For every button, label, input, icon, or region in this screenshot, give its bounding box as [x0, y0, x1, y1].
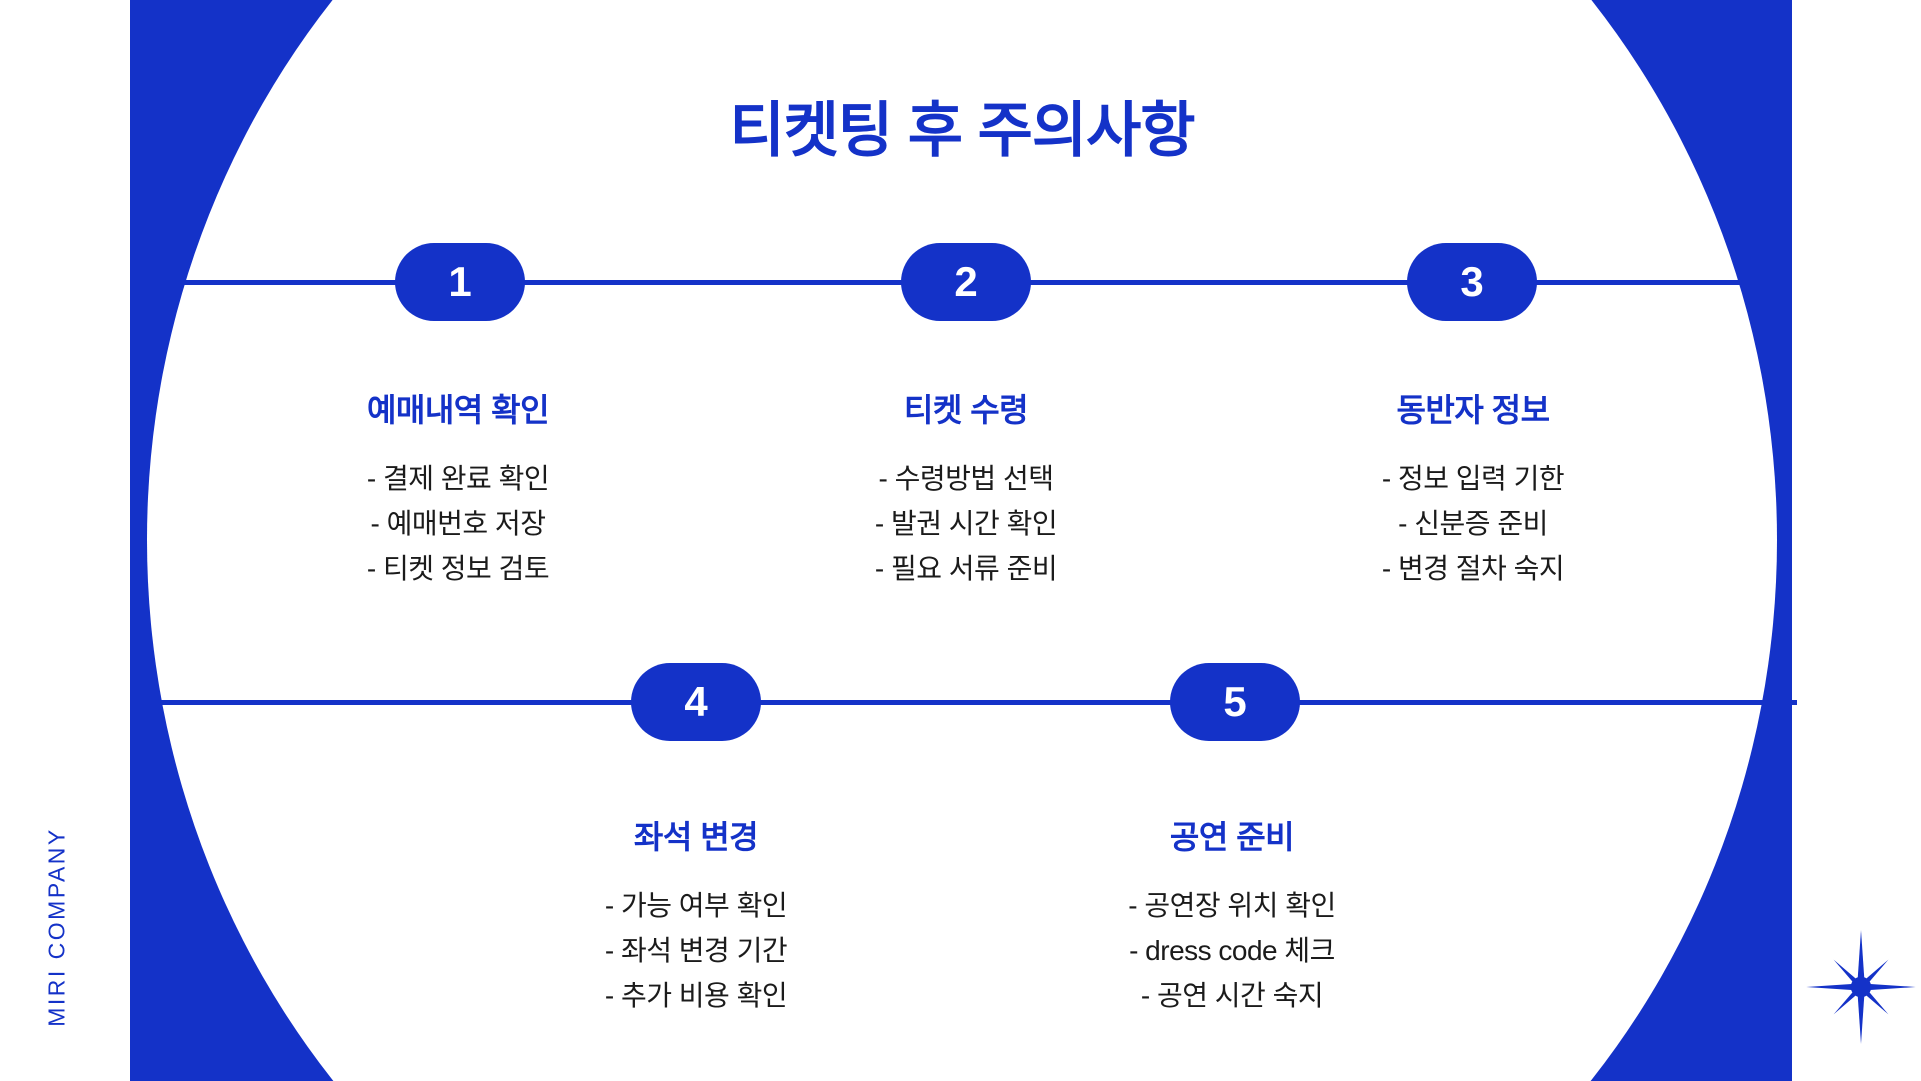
step-2-number-badge: 2	[901, 243, 1031, 321]
step-5-heading: 공연 준비	[1169, 819, 1295, 855]
step-number: 3	[1460, 258, 1484, 305]
white-ellipse-backdrop	[147, 0, 1777, 1081]
step-4-item: - 가능 여부 확인	[604, 890, 788, 921]
step-3-item: - 정보 입력 기한	[1381, 463, 1565, 494]
page-title: 티켓팅 후 주의사항	[729, 97, 1196, 164]
step-5-content: 공연 준비 - 공연장 위치 확인 - dress code 체크 - 공연 시…	[1032, 817, 1432, 1018]
step-number: 5	[1223, 678, 1247, 725]
step-number: 1	[448, 258, 472, 305]
step-4-number-badge: 4	[631, 663, 761, 741]
step-1-item: - 예매번호 저장	[370, 508, 546, 539]
step-4-item: - 좌석 변경 기간	[604, 935, 788, 966]
brand-label: MIRI COMPANY	[43, 827, 70, 1027]
step-4-content: 좌석 변경 - 가능 여부 확인 - 좌석 변경 기간 - 추가 비용 확인	[496, 817, 896, 1018]
step-2-item: - 수령방법 선택	[878, 463, 1054, 494]
step-2-heading: 티켓 수령	[903, 392, 1029, 428]
step-2-item: - 필요 서류 준비	[874, 553, 1058, 584]
blue-background-panel	[130, 0, 1792, 1081]
step-1-content: 예매내역 확인 - 결제 완료 확인 - 예매번호 저장 - 티켓 정보 검토	[258, 390, 658, 591]
step-number: 4	[684, 678, 708, 725]
step-1-item: - 티켓 정보 검토	[366, 553, 550, 584]
timeline-row-2	[130, 700, 1797, 705]
step-5-item: - dress code 체크	[1129, 935, 1335, 966]
step-5-item: - 공연장 위치 확인	[1128, 890, 1336, 921]
step-4-item: - 추가 비용 확인	[604, 980, 788, 1011]
step-5-item: - 공연 시간 숙지	[1140, 980, 1324, 1011]
step-4-heading: 좌석 변경	[633, 819, 759, 855]
step-3-item: - 변경 절차 숙지	[1381, 553, 1565, 584]
step-2-content: 티켓 수령 - 수령방법 선택 - 발권 시간 확인 - 필요 서류 준비	[766, 390, 1166, 591]
sparkle-icon	[1806, 930, 1916, 1044]
step-1-heading: 예매내역 확인	[366, 392, 550, 428]
step-3-number-badge: 3	[1407, 243, 1537, 321]
step-3-content: 동반자 정보 - 정보 입력 기한 - 신분증 준비 - 변경 절차 숙지	[1273, 390, 1673, 591]
step-5-number-badge: 5	[1170, 663, 1300, 741]
step-2-item: - 발권 시간 확인	[874, 508, 1058, 539]
step-3-item: - 신분증 준비	[1398, 508, 1548, 539]
step-3-heading: 동반자 정보	[1396, 392, 1550, 428]
step-1-item: - 결제 완료 확인	[366, 463, 550, 494]
step-1-number-badge: 1	[395, 243, 525, 321]
step-number: 2	[954, 258, 978, 305]
